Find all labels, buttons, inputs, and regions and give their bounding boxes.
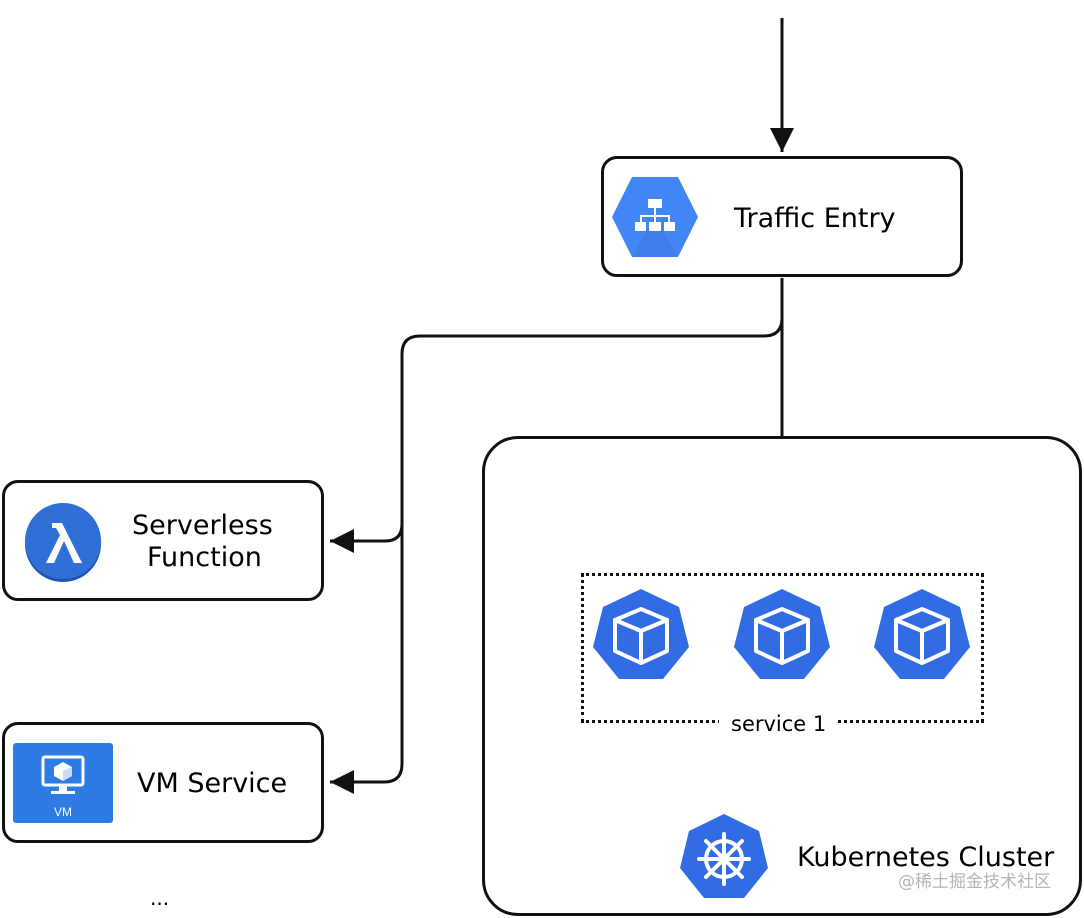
load-balancer-icon [612,177,698,257]
pod-cube-icon [593,589,689,679]
serverless-label-line1: Serverless [132,510,273,541]
traffic-entry-label: Traffic Entry [734,203,896,234]
pod-cube-icon [734,589,830,679]
kubernetes-helm-icon [680,814,768,898]
more-services-ellipsis: ... [150,886,170,910]
kubernetes-cluster-label: Kubernetes Cluster [797,842,1055,873]
vm-icon-text: VM [54,805,72,819]
entry-to-vm-arrow [330,520,404,794]
pod-cube-icon [874,589,970,679]
entry-to-serverless-arrow [330,317,784,553]
watermark: @稀土掘金技术社区 [898,872,1051,892]
service-group-label: service 1 [719,710,839,738]
lambda-icon [25,503,101,582]
vm-icon: VM [13,743,113,823]
serverless-label-line2: Function [147,542,262,573]
vm-service-label: VM Service [137,768,288,799]
